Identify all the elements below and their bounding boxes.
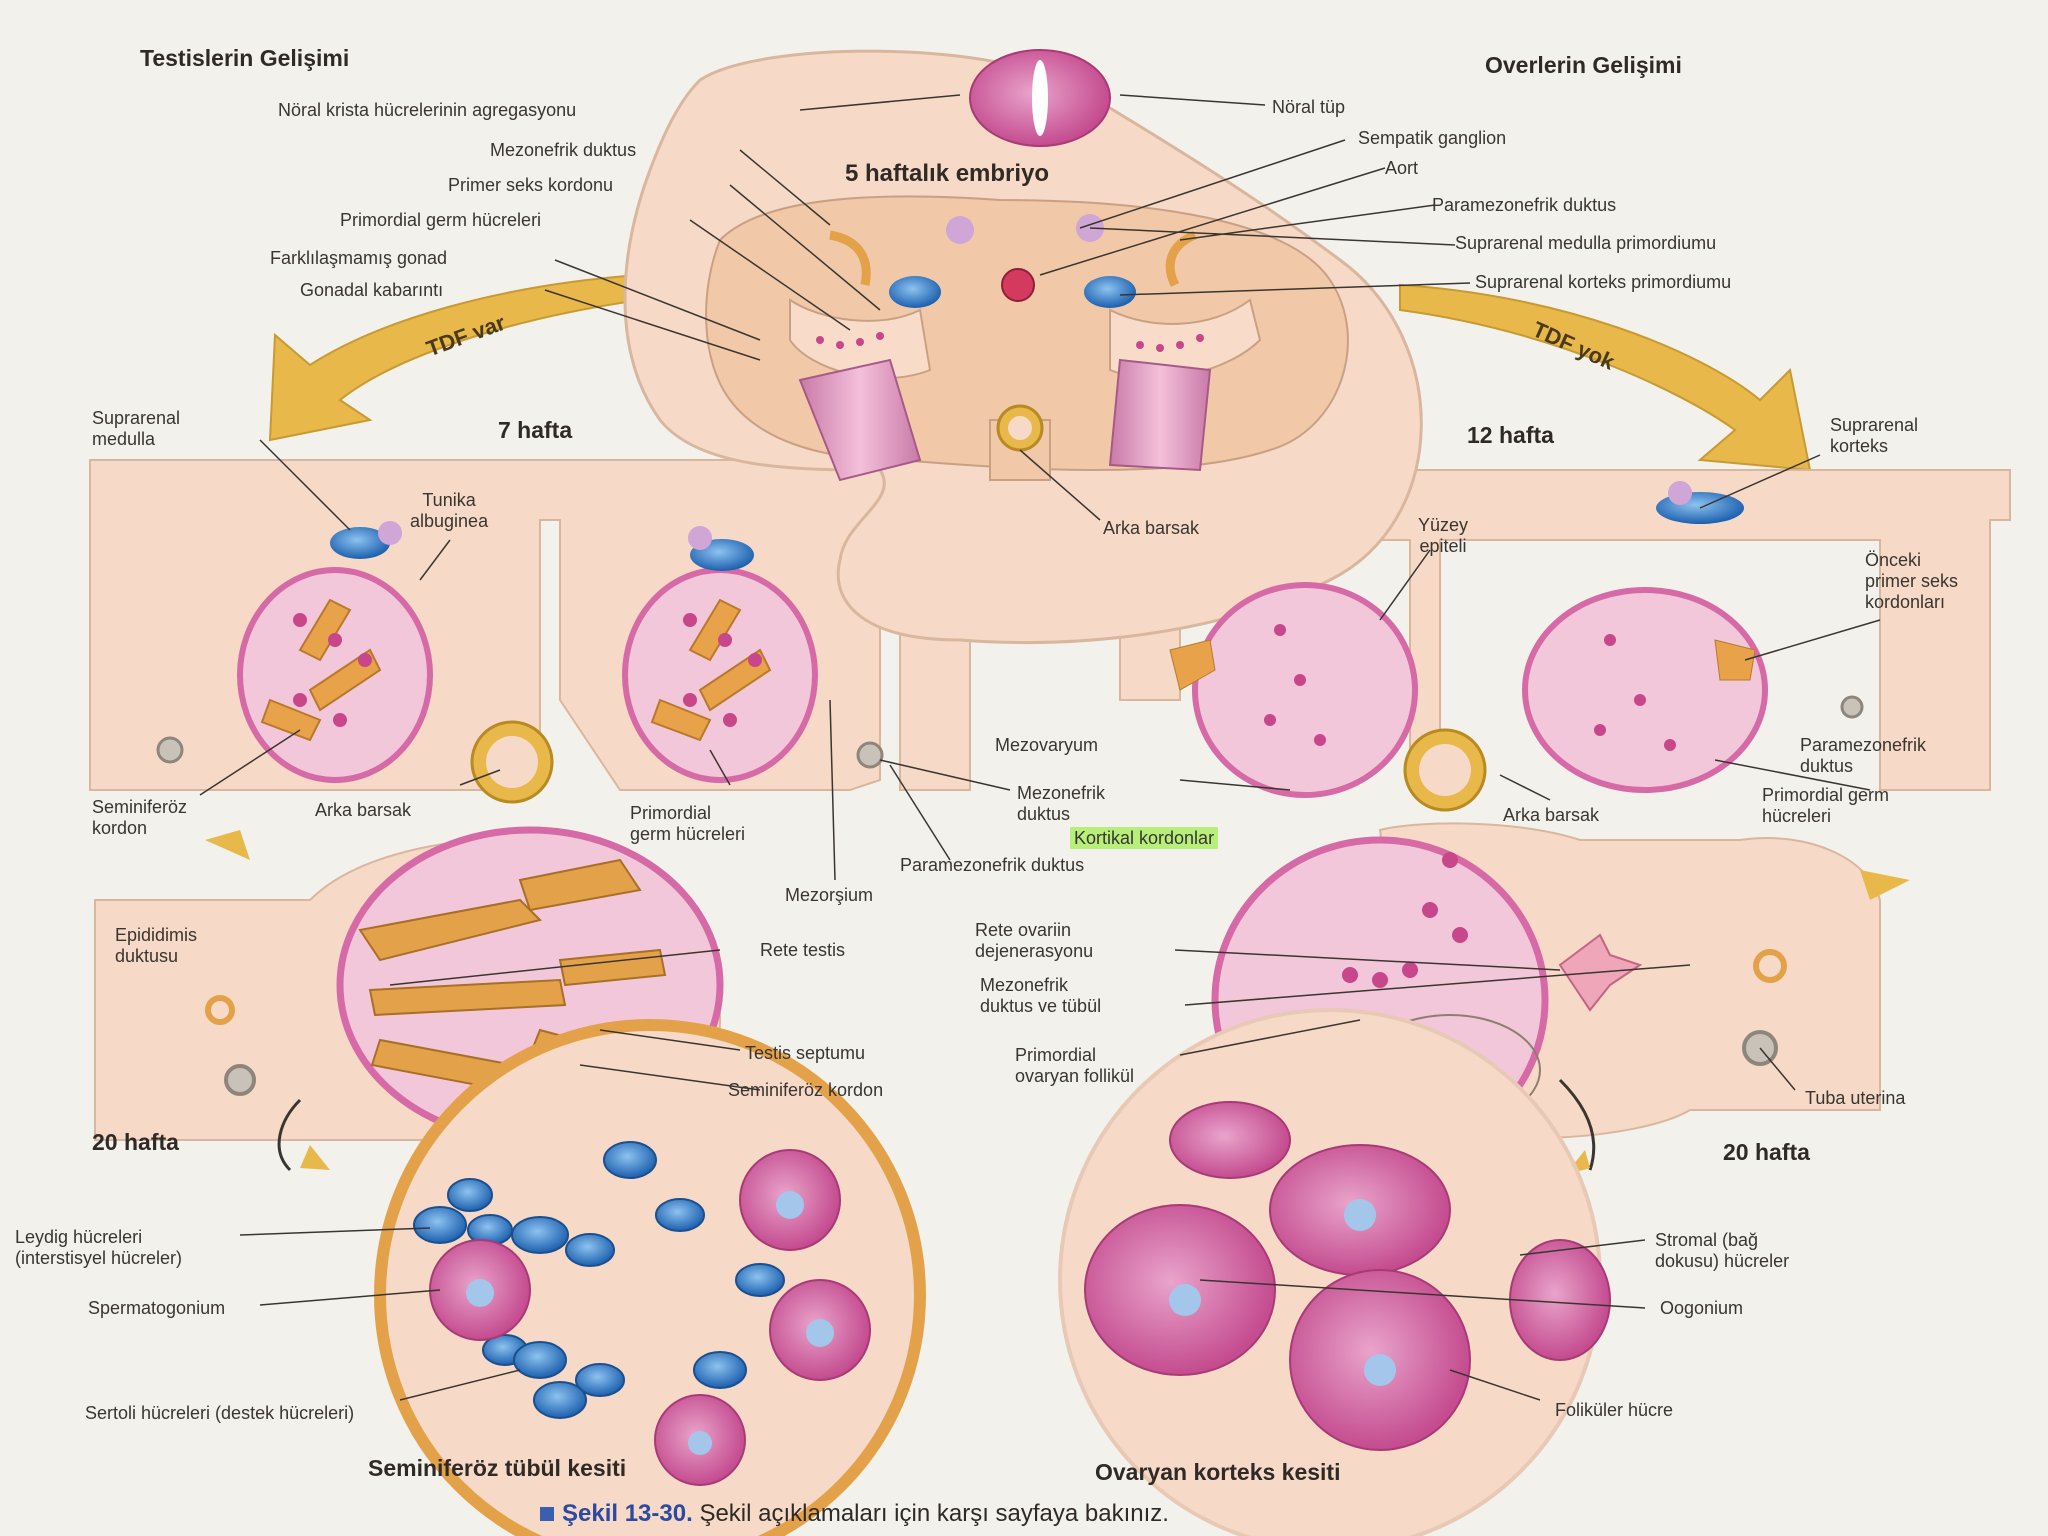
suprarenal-cortex-right — [1084, 276, 1136, 308]
label-former-primary-sex-cords: Önceki primer seks kordonları — [1865, 550, 1959, 612]
label-testis-septum: Testis septumu — [745, 1043, 866, 1063]
label-stromal-cells: Stromal (bağ dokusu) hücreler — [1655, 1230, 1790, 1271]
week12-ovary-right — [1522, 587, 1768, 793]
label-suprarenal-cortex: Suprarenal korteks — [1830, 415, 1919, 456]
label-aorta: Aort — [1385, 158, 1419, 178]
figure-caption: Şekil 13-30. Şekil açıklamaları için kar… — [540, 1500, 1169, 1528]
embryo-title: 5 haftalık embriyo — [845, 160, 1050, 187]
stage-20-weeks-right: 20 hafta — [1723, 1139, 1810, 1165]
label-mesorchium: Mezorşium — [785, 885, 874, 905]
label-mesonephric-duct: Mezonefrik duktus — [490, 140, 637, 160]
label-follicular-cell: Foliküler hücre — [1555, 1400, 1674, 1420]
stage-20-weeks-left: 20 hafta — [92, 1129, 179, 1155]
stage-7-weeks: 7 hafta — [498, 417, 573, 443]
tdf-absent-arrow — [1399, 283, 1812, 472]
label-suprarenal-cortex-primordium: Suprarenal korteks primordiumu — [1475, 272, 1732, 292]
label-sympathetic-ganglion: Sempatik ganglion — [1358, 128, 1507, 148]
label-cortical-cords: Kortikal kordonlar — [1070, 827, 1219, 849]
label-epididymal-duct: Epididimis duktusu — [115, 925, 198, 966]
label-rete-testis: Rete testis — [760, 940, 846, 960]
title-testis-development: Testislerin Gelişimi — [140, 45, 350, 71]
label-neural-tube: Nöral tüp — [1272, 97, 1346, 117]
label-primordial-germ-12w: Primordial germ hücreleri — [1762, 785, 1890, 826]
stage-12-weeks: 12 hafta — [1467, 422, 1554, 448]
label-seminiferous-section-title: Seminiferöz tübül kesiti — [368, 1455, 627, 1481]
label-suprarenal-medulla-primordium: Suprarenal medulla primordiumu — [1455, 233, 1717, 253]
label-gonadal-ridge: Gonadal kabarıntı — [300, 280, 444, 300]
label-spermatogonium: Spermatogonium — [88, 1298, 226, 1318]
label-sertoli-cells: Sertoli hücreleri (destek hücreleri) — [85, 1403, 355, 1423]
label-hindgut-7w: Arka barsak — [315, 800, 412, 820]
label-suprarenal-medulla: Suprarenal medulla — [92, 408, 181, 449]
caption-figure-number: Şekil 13-30. — [562, 1500, 693, 1527]
label-indifferent-gonad: Farklılaşmamış gonad — [270, 248, 448, 268]
label-mesonephric-duct-tubule: Mezonefrik duktus ve tübül — [980, 975, 1102, 1016]
label-paramesonephric-duct: Paramezonefrik duktus — [1432, 195, 1617, 215]
label-uterine-tube: Tuba uterina — [1805, 1088, 1906, 1108]
caption-text: Şekil açıklamaları için karşı sayfaya ba… — [699, 1500, 1169, 1527]
label-mesovarium: Mezovaryum — [995, 735, 1099, 755]
label-primordial-germ-cells: Primordial germ hücreleri — [340, 210, 542, 230]
label-hindgut-embryo: Arka barsak — [1103, 518, 1200, 538]
label-primary-sex-cord: Primer seks kordonu — [448, 175, 614, 195]
suprarenal-cortex-left — [889, 276, 941, 308]
caption-bullet-icon — [540, 1507, 554, 1521]
label-rete-ovarii: Rete ovariin dejenerasyonu — [975, 920, 1094, 961]
label-leydig-cells: Leydig hücreleri (interstisyel hücreler) — [15, 1227, 183, 1268]
label-tunica-albuginea: Tunika albuginea — [410, 490, 489, 531]
week12-ovary-left — [1192, 582, 1418, 798]
label-primordial-germ-7w: Primordial germ hücreleri — [630, 803, 746, 844]
label-surface-epithelium: Yüzey epiteli — [1418, 515, 1469, 556]
label-seminiferous-cord: Seminiferöz kordon — [92, 797, 188, 838]
cortical-cords-highlight: Kortikal kordonlar — [1070, 827, 1219, 849]
label-seminiferous-cord-20w: Seminiferöz kordon — [728, 1080, 884, 1100]
tdf-present-arrow — [268, 273, 641, 442]
label-paramesonephric-duct-12w: Paramezonefrik duktus — [1800, 735, 1927, 776]
title-ovary-development: Overlerin Gelişimi — [1485, 52, 1682, 78]
label-hindgut-12w: Arka barsak — [1503, 805, 1600, 825]
label-neural-crest: Nöral krista hücrelerinin agregasyonu — [278, 100, 577, 120]
label-primordial-follicle: Primordial ovaryan follikül — [1015, 1045, 1135, 1086]
label-ovarian-section-title: Ovaryan korteks kesiti — [1095, 1459, 1341, 1485]
aorta — [1001, 268, 1035, 302]
label-oogonium: Oogonium — [1660, 1298, 1744, 1318]
label-paramesonephric-duct-7w: Paramezonefrik duktus — [900, 855, 1085, 875]
label-mesonephric-duct-7w: Mezonefrik duktus — [1017, 783, 1106, 824]
